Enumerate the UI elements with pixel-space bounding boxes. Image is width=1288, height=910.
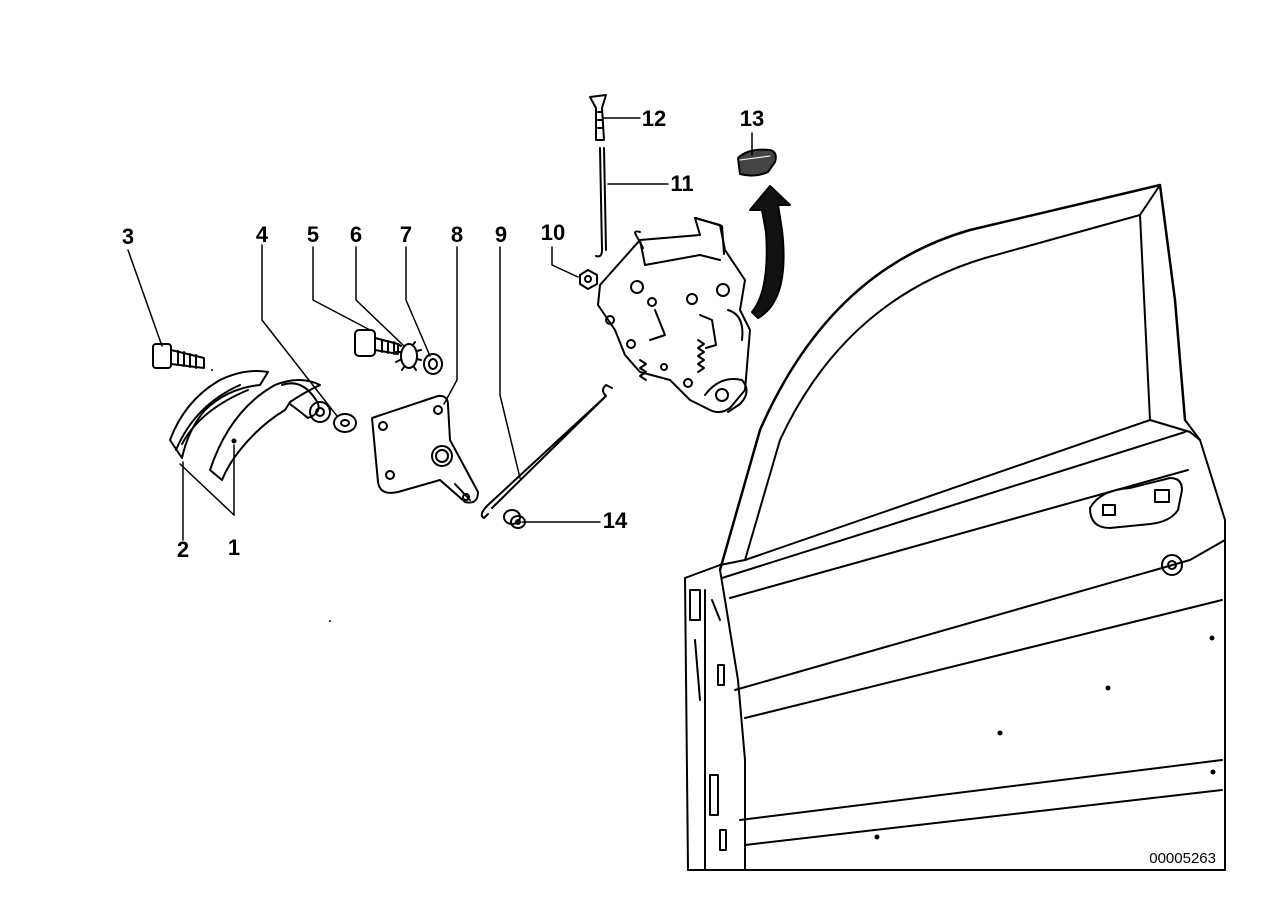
part-6-lock-washer: [395, 341, 422, 371]
part-13-cap: [737, 148, 777, 177]
leader-lines: [127, 117, 753, 541]
part-4-washer: [333, 413, 357, 433]
part-1-check-arm: [209, 379, 331, 481]
part-5-bolt: [354, 329, 399, 357]
callout-6: 6: [349, 222, 363, 247]
part-14-clip: [503, 509, 526, 529]
callout-1: 1: [227, 535, 241, 560]
curved-arrow: [749, 185, 791, 319]
part-12-lock-knob: [589, 94, 607, 141]
callout-2: 2: [176, 537, 190, 562]
part-8-mounting-plate: [371, 394, 479, 504]
callout-10: 10: [540, 220, 566, 245]
part-10-nut: [579, 269, 598, 290]
callout-5: 5: [306, 222, 320, 247]
callout-8: 8: [450, 222, 464, 247]
door-latch-assembly: [597, 217, 751, 414]
door-shell: [684, 183, 1226, 871]
callout-14: 14: [602, 508, 628, 533]
callout-4: 4: [255, 222, 269, 247]
callout-13: 13: [739, 106, 765, 131]
part-9-rod: [480, 384, 613, 519]
part-3-bolt: [152, 343, 205, 369]
callout-11: 11: [670, 171, 694, 196]
drawing-number: 00005263: [1149, 850, 1216, 867]
part-2-cover: [169, 370, 269, 459]
callout-7: 7: [399, 222, 413, 247]
callout-12: 12: [641, 106, 667, 131]
callout-3: 3: [121, 224, 135, 249]
callout-9: 9: [494, 222, 508, 247]
part-7-washer: [423, 353, 443, 375]
part-11-lock-rod: [595, 147, 607, 258]
